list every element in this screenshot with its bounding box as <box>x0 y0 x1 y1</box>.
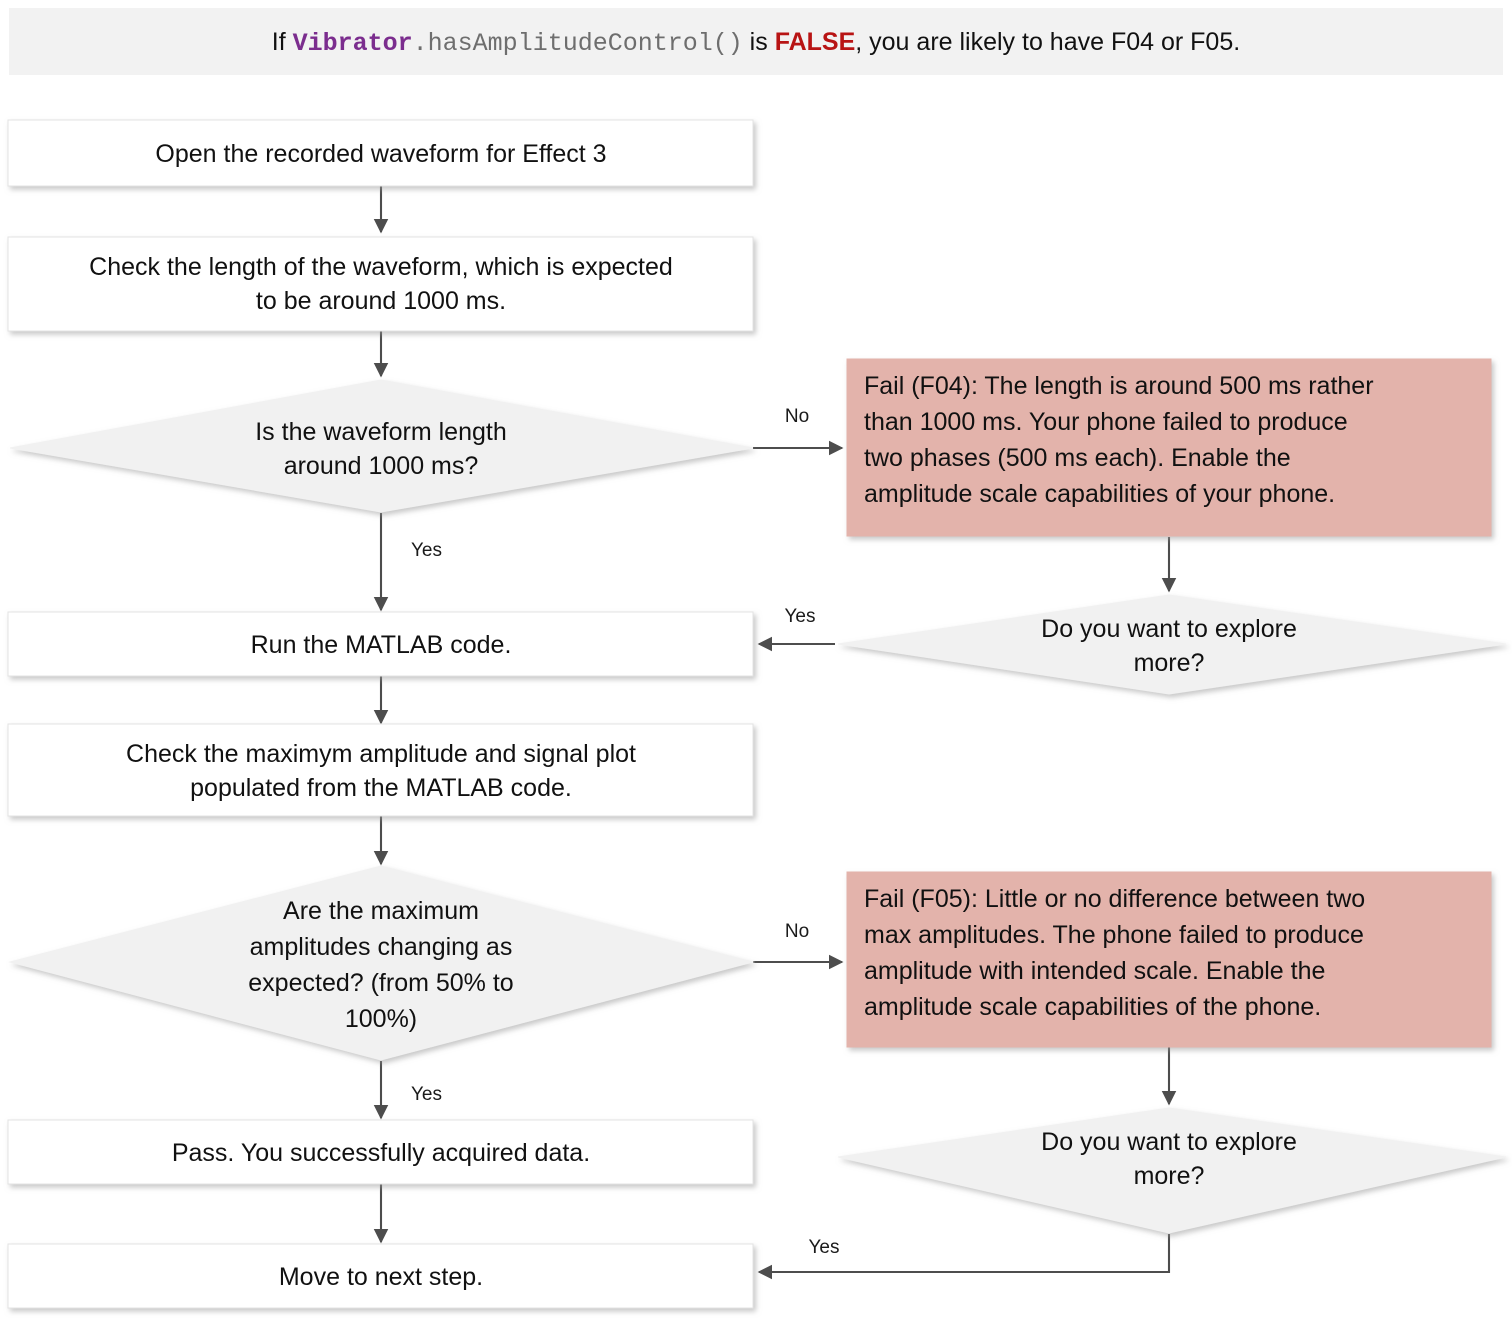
edge-label-amplitude-yes: Yes <box>411 1084 442 1105</box>
node-check-length-box[interactable] <box>7 236 754 332</box>
node-fail-f04-line4: amplitude scale capabilities of your pho… <box>864 480 1335 508</box>
banner-prefix: If <box>272 28 293 56</box>
edge-explore2-yes-to-next-step <box>757 1234 1171 1280</box>
node-pass-label: Pass. You successfully acquired data. <box>172 1139 590 1167</box>
edge-label-explore1-yes: Yes <box>785 606 816 627</box>
header-banner: If Vibrator.hasAmplitudeControl() is FAL… <box>9 8 1503 75</box>
node-next-step-label: Move to next step. <box>279 1263 483 1291</box>
node-fail-f05-line4: amplitude scale capabilities of the phon… <box>864 993 1321 1021</box>
node-decision-amplitudes-line3: expected? (from 50% to <box>248 969 513 997</box>
node-explore-more-2-shape[interactable] <box>837 1107 1507 1234</box>
node-decision-amplitudes-line1: Are the maximum <box>283 897 479 925</box>
node-pass[interactable]: Pass. You successfully acquired data. <box>7 1119 754 1185</box>
edge-label-length-no: No <box>785 406 809 427</box>
node-check-length-line1: Check the length of the waveform, which … <box>89 253 673 281</box>
connectors <box>373 186 1177 1280</box>
node-fail-f04-line3: two phases (500 ms each). Enable the <box>864 444 1291 472</box>
node-open-waveform[interactable]: Open the recorded waveform for Effect 3 <box>7 119 754 187</box>
node-pass-box[interactable] <box>7 1119 754 1185</box>
node-check-amplitude-box[interactable] <box>7 723 754 817</box>
node-decision-amplitudes-shape[interactable] <box>8 865 755 1061</box>
node-fail-f04-line2: than 1000 ms. Your phone failed to produ… <box>864 408 1348 436</box>
node-decision-amplitudes-line4: 100%) <box>345 1005 417 1033</box>
banner-text: If Vibrator.hasAmplitudeControl() is FAL… <box>272 28 1240 58</box>
node-check-amplitude-line1: Check the maximym amplitude and signal p… <box>126 740 636 768</box>
node-explore-more-2-line2: more? <box>1134 1162 1205 1190</box>
node-decision-waveform-length-line1: Is the waveform length <box>255 418 507 446</box>
node-decision-waveform-length[interactable]: Is the waveform length around 1000 ms? <box>9 379 754 513</box>
node-fail-f04[interactable]: Fail (F04): The length is around 500 ms … <box>846 358 1492 537</box>
node-run-matlab-box[interactable] <box>7 611 754 677</box>
node-explore-more-1-line1: Do you want to explore <box>1041 615 1297 643</box>
node-fail-f04-bold: Fail (F04) <box>864 372 971 400</box>
edge-label-amplitude-no: No <box>785 921 809 942</box>
banner-class-name: Vibrator <box>293 29 413 58</box>
node-check-amplitude-line2: populated from the MATLAB code. <box>190 774 572 802</box>
node-decision-waveform-length-line2: around 1000 ms? <box>284 452 479 480</box>
banner-background <box>9 8 1503 75</box>
node-explore-more-2[interactable]: Do you want to explore more? <box>837 1107 1507 1234</box>
node-fail-f04-line1: Fail (F04): The length is around 500 ms … <box>864 372 1374 400</box>
node-next-step[interactable]: Move to next step. <box>7 1243 754 1309</box>
node-decision-amplitudes-line2: amplitudes changing as <box>250 933 513 961</box>
node-pass-rest: You successfully acquired data. <box>234 1139 590 1167</box>
banner-false-keyword: FALSE <box>775 28 856 56</box>
banner-method: .hasAmplitudeControl() <box>413 29 743 58</box>
node-check-length-line2: to be around 1000 ms. <box>256 287 506 315</box>
node-fail-f05-line3: amplitude with intended scale. Enable th… <box>864 957 1325 985</box>
node-fail-f05-line2: max amplitudes. The phone failed to prod… <box>864 921 1364 949</box>
node-run-matlab-label: Run the MATLAB code. <box>251 631 512 659</box>
node-check-amplitude[interactable]: Check the maximym amplitude and signal p… <box>7 723 754 817</box>
edge-label-length-yes: Yes <box>411 540 442 561</box>
node-check-length[interactable]: Check the length of the waveform, which … <box>7 236 754 332</box>
node-fail-f05-line1-rest: : Little or no difference between two <box>971 885 1365 913</box>
node-fail-f05-box[interactable] <box>846 871 1492 1048</box>
node-decision-waveform-length-shape[interactable] <box>9 379 754 513</box>
node-explore-more-1-shape[interactable] <box>837 594 1507 695</box>
node-fail-f05[interactable]: Fail (F05): Little or no difference betw… <box>846 871 1492 1048</box>
node-explore-more-1[interactable]: Do you want to explore more? <box>837 594 1507 695</box>
node-explore-more-1-line2: more? <box>1134 649 1205 677</box>
node-fail-f05-line1: Fail (F05): Little or no difference betw… <box>864 885 1365 913</box>
node-decision-amplitudes[interactable]: Are the maximum amplitudes changing as e… <box>8 865 755 1061</box>
node-open-waveform-box[interactable] <box>7 119 754 187</box>
banner-suffix: , you are likely to have F04 or F05. <box>855 28 1240 56</box>
banner-middle: is <box>743 28 775 56</box>
node-run-matlab[interactable]: Run the MATLAB code. <box>7 611 754 677</box>
node-pass-bold: Pass. <box>172 1139 235 1167</box>
node-fail-f05-bold: Fail (F05) <box>864 885 971 913</box>
node-fail-f04-box[interactable] <box>846 358 1492 537</box>
edge-labels: No Yes Yes No Yes Yes <box>411 406 840 1258</box>
node-fail-f04-line1-rest: : The length is around 500 ms rather <box>971 372 1374 400</box>
edge-label-explore2-yes: Yes <box>809 1237 840 1258</box>
node-open-waveform-label: Open the recorded waveform for Effect 3 <box>155 140 606 168</box>
node-next-step-box[interactable] <box>7 1243 754 1309</box>
node-explore-more-2-line1: Do you want to explore <box>1041 1128 1297 1156</box>
